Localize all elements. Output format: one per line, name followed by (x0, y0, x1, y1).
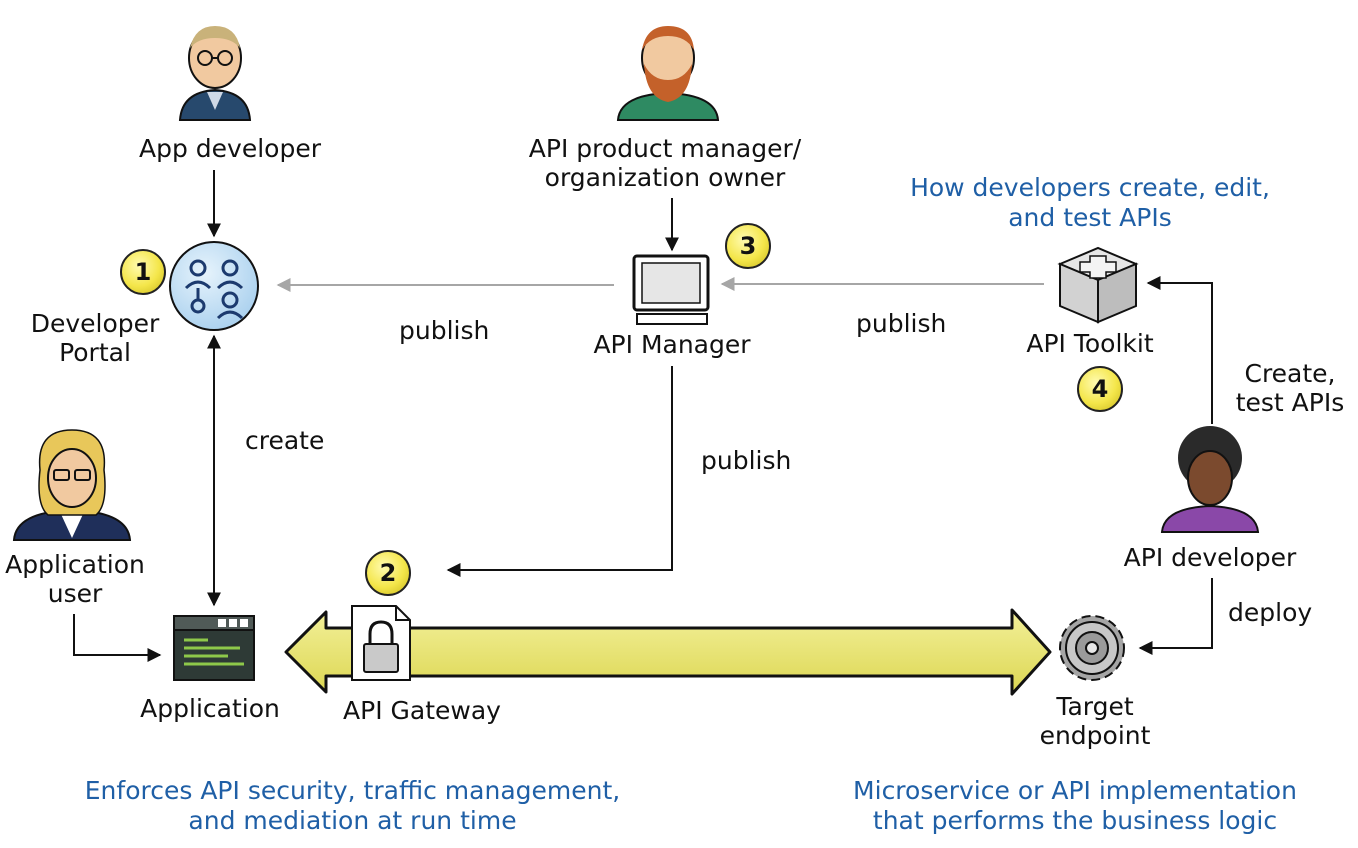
arrow-api-developer-to-toolkit (1146, 276, 1213, 424)
create-label: create (245, 426, 325, 455)
application-user-label-line1: Application (5, 550, 145, 579)
endpoint-note-line2: that performs the business logic (872, 806, 1278, 835)
developer-portal-label-line1: Developer (30, 309, 160, 338)
publish-to-portal-label: publish (399, 316, 490, 345)
developer-portal-icon (169, 241, 259, 331)
deploy-label: deploy (1228, 598, 1313, 627)
create-test-label-line1: Create, (1244, 359, 1336, 388)
app-developer-avatar-icon (178, 26, 252, 121)
target-endpoint-gear-icon (1059, 615, 1125, 681)
application-user-label-line2: user (47, 579, 103, 608)
step-badge-2: 2 (365, 550, 411, 596)
product-manager-label-line1: API product manager/ (528, 134, 802, 163)
arrow-deploy-to-endpoint (1138, 578, 1213, 655)
developer-portal-label-line2: Portal (59, 338, 131, 367)
product-manager-label-line2: organization owner (544, 163, 786, 192)
application-label: Application (140, 694, 280, 723)
api-developer-avatar-icon (1160, 426, 1260, 533)
application-window-icon (173, 615, 255, 681)
api-toolkit-box-icon (1057, 246, 1139, 324)
application-user-avatar-icon (12, 429, 132, 541)
target-endpoint-label-line2: endpoint (1039, 721, 1151, 750)
app-developer-label: App developer (139, 134, 321, 163)
product-manager-avatar-icon (616, 26, 720, 121)
create-test-label-line2: test APIs (1235, 388, 1345, 417)
publish-to-manager-label: publish (856, 309, 947, 338)
endpoint-note-line1: Microservice or API implementation (853, 776, 1297, 805)
gateway-traffic-band (284, 608, 1052, 696)
api-developer-label: API developer (1123, 543, 1297, 572)
api-gateway-lock-icon (351, 605, 411, 681)
toolkit-note-line2: and test APIs (1008, 203, 1172, 232)
toolkit-note-line1: How developers create, edit, (910, 173, 1270, 202)
gateway-note-line2: and mediation at run time (188, 806, 517, 835)
arrow-user-to-application (73, 614, 162, 662)
api-gateway-label: API Gateway (343, 696, 501, 725)
step-badge-4: 4 (1077, 366, 1123, 412)
gateway-note-line1: Enforces API security, traffic managemen… (84, 776, 621, 805)
api-manager-monitor-icon (632, 254, 710, 325)
step-badge-3: 3 (725, 223, 771, 269)
api-manager-label: API Manager (593, 330, 751, 359)
publish-to-gateway-label: publish (701, 446, 792, 475)
target-endpoint-label-line1: Target (1056, 692, 1134, 721)
arrow-publish-to-gateway (446, 366, 673, 577)
api-toolkit-label: API Toolkit (1026, 329, 1154, 358)
step-badge-1: 1 (120, 249, 166, 295)
